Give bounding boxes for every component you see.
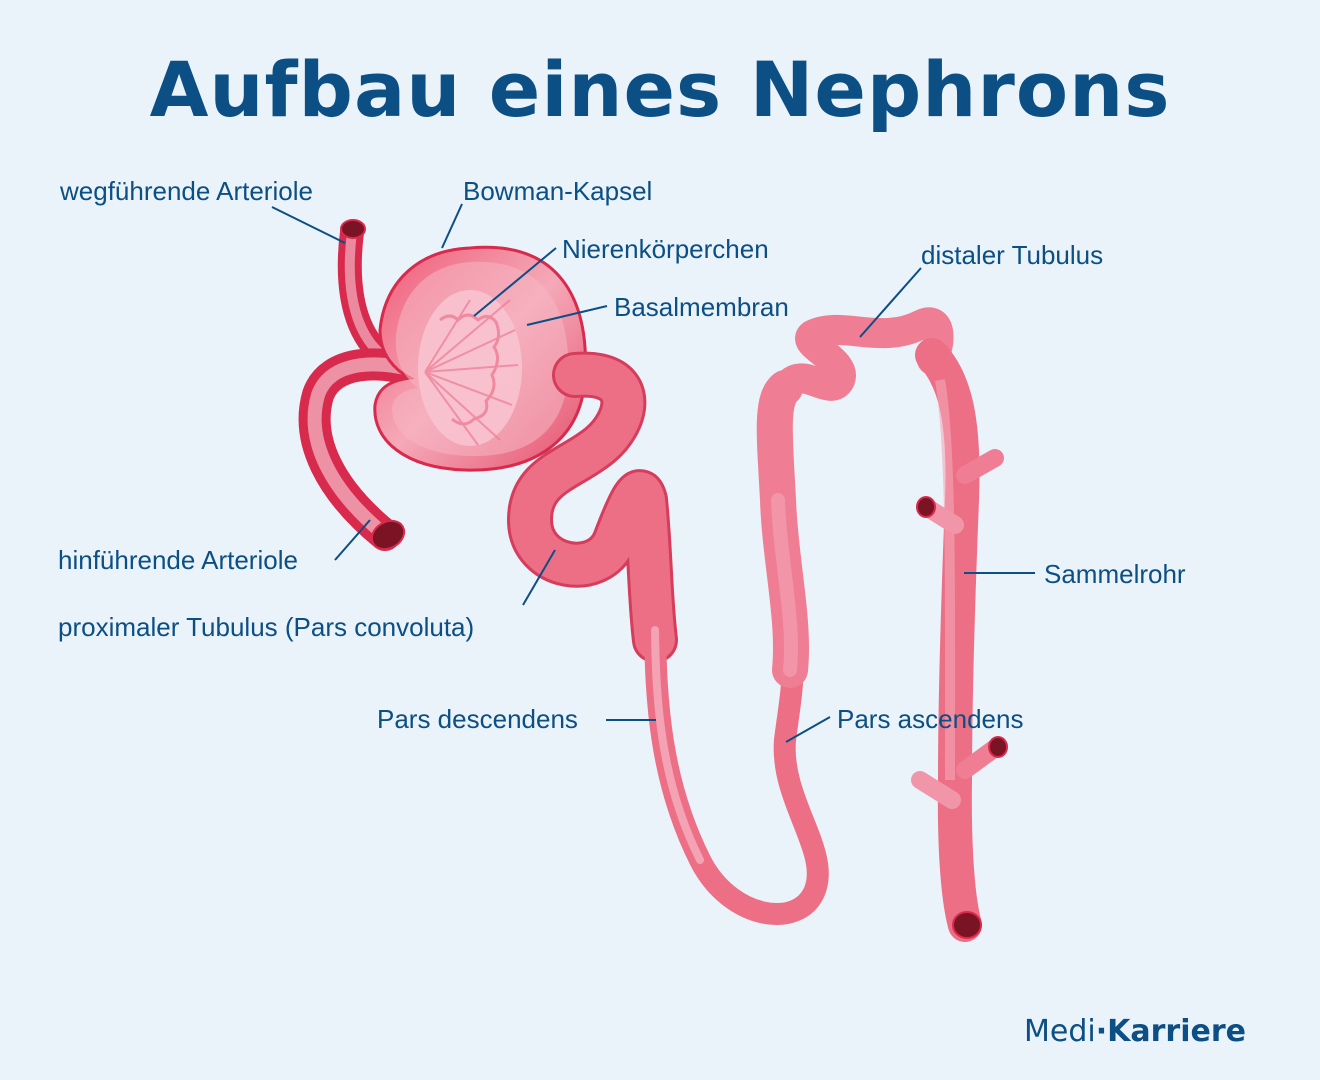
label-proximal-tubule: proximaler Tubulus (Pars convoluta) <box>58 612 475 642</box>
label-collecting-duct: Sammelrohr <box>1044 559 1186 589</box>
brand-logo: Medi·Karriere <box>1024 1014 1246 1049</box>
afferent-arteriole <box>298 348 441 551</box>
label-distal-tubule: distaler Tubulus <box>921 240 1104 270</box>
label-bowman-capsule: Bowman-Kapsel <box>463 176 653 206</box>
label-ascending-limb: Pars ascendens <box>837 704 1024 734</box>
label-afferent-arteriole: hinführende Arteriole <box>58 545 298 575</box>
brand-prefix: Medi <box>1024 1014 1096 1049</box>
loop-of-henle <box>644 619 829 925</box>
brand-separator: · <box>1095 1014 1108 1049</box>
label-descending-limb: Pars descendens <box>377 704 578 734</box>
label-efferent-arteriole: wegführende Arteriole <box>60 176 313 206</box>
proximal-tubule <box>507 351 678 663</box>
label-renal-corpuscle: Nierenkörperchen <box>562 234 769 264</box>
label-basement-membrane: Basalmembran <box>614 292 789 322</box>
brand-suffix: Karriere <box>1107 1014 1246 1049</box>
leader-lines <box>271 203 1035 743</box>
distal-tubule-shape <box>770 307 954 405</box>
glomerulus <box>418 290 522 446</box>
collecting-duct <box>911 338 1008 942</box>
thick-ascending-limb <box>756 370 810 688</box>
diagram-title: Aufbau eines Nephrons <box>149 45 1171 134</box>
